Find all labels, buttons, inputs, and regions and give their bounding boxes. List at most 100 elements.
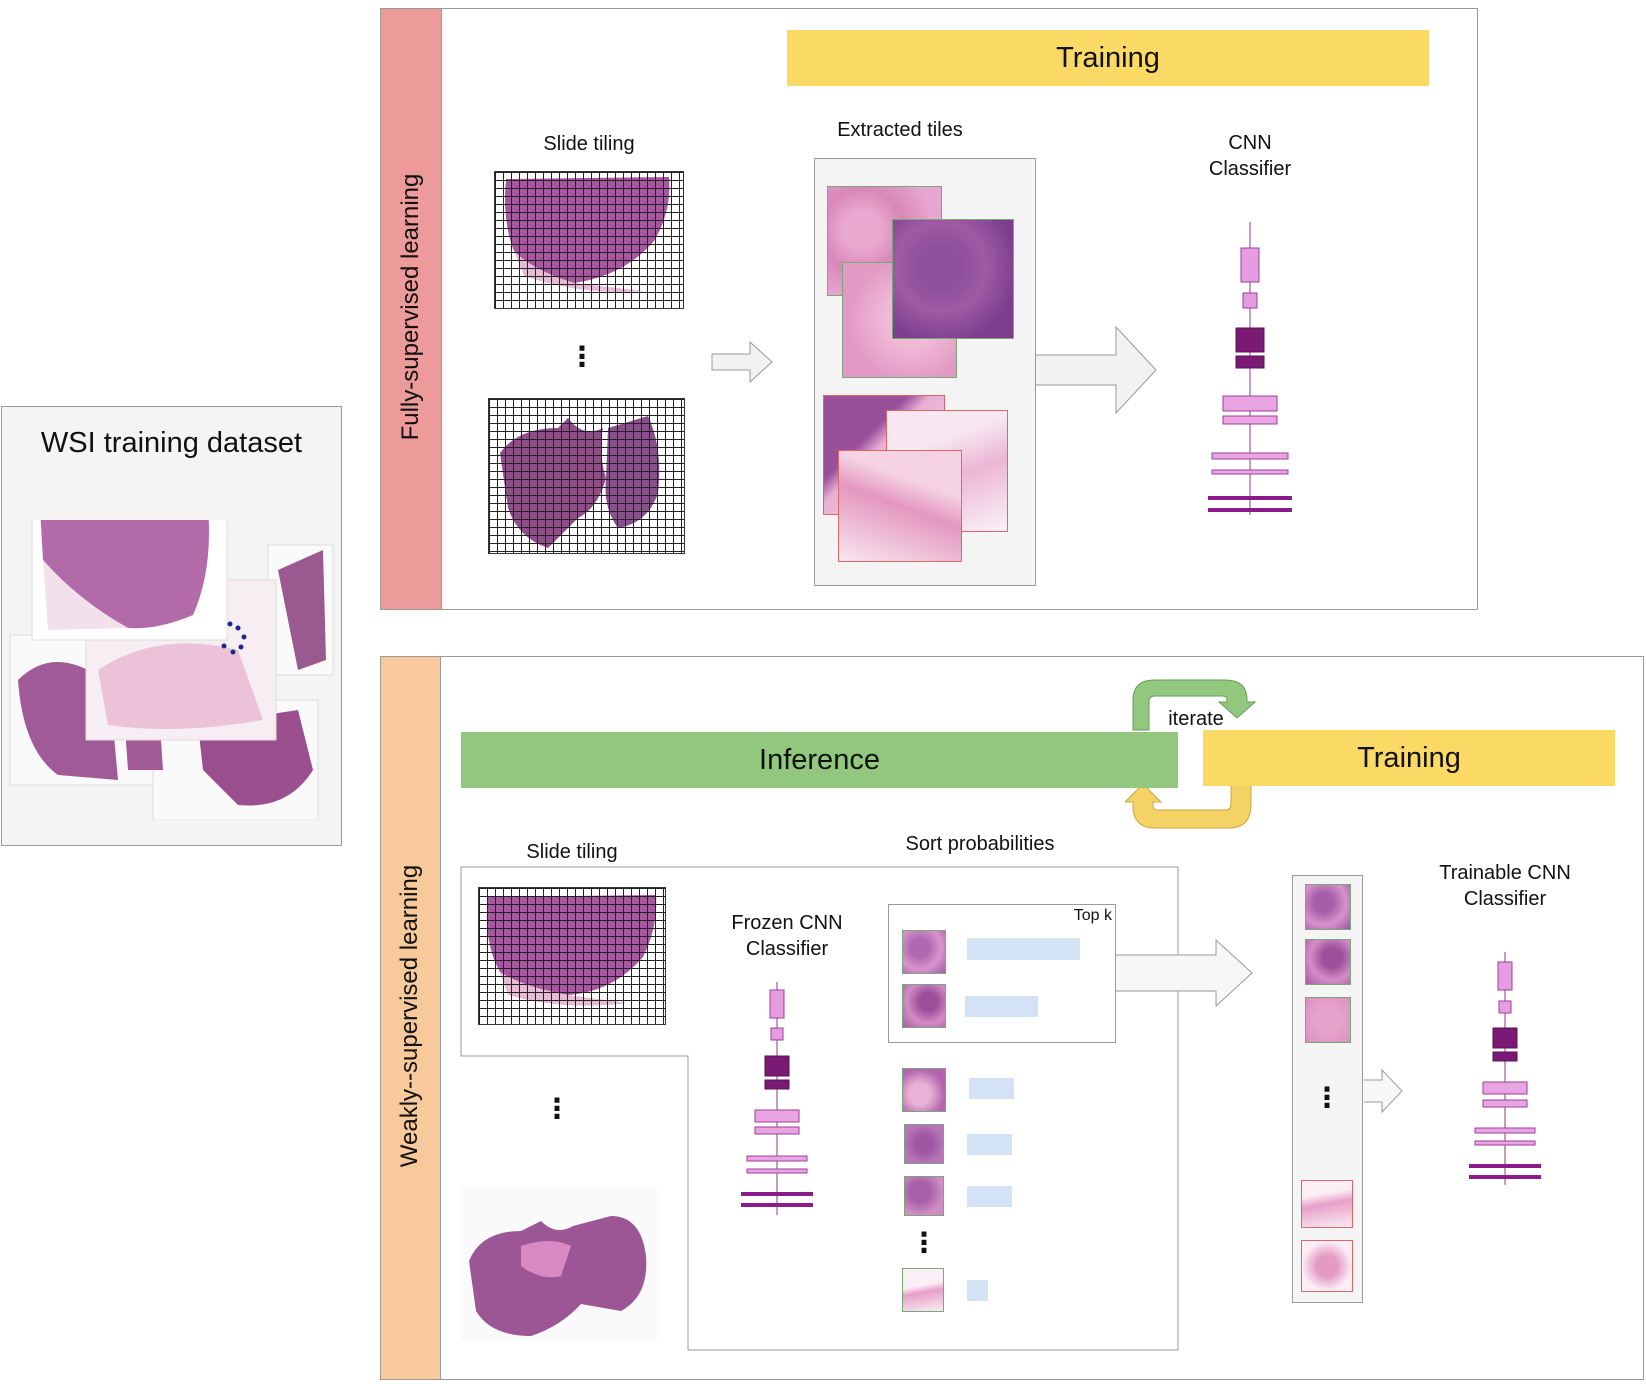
trainable-cnn-label-line1: Trainable CNN — [1439, 862, 1571, 884]
fully-supervised-side-label: Fully-supervised learning — [397, 173, 424, 441]
iterate-label: iterate — [1168, 708, 1224, 730]
tile-image — [838, 450, 962, 562]
probability-bar — [967, 1186, 1012, 1207]
cnn-layer — [754, 1109, 800, 1123]
cnn-layer — [769, 989, 785, 1019]
ranked-tile — [902, 984, 946, 1028]
cnn-layer — [764, 1079, 790, 1090]
tiling-grid — [488, 398, 685, 554]
cnn-layer — [1208, 508, 1292, 512]
ranked-tile — [902, 1268, 944, 1312]
weakly-untiled-slide — [461, 1186, 657, 1340]
weakly-slide-tiling-label: Slide tiling — [526, 841, 618, 863]
probability-bar — [967, 1134, 1012, 1155]
cnn-layer — [1235, 327, 1265, 353]
probability-bar — [967, 1280, 988, 1301]
probability-bar — [967, 938, 1080, 960]
tiling-grid — [494, 171, 684, 309]
arrow-to-cnn — [1036, 325, 1157, 415]
selected-tiles-ellipsis: ⋮ — [1313, 1082, 1341, 1113]
fully-supervised-side-bar — [380, 8, 442, 610]
selected-tile — [1301, 1180, 1353, 1228]
top-k-label: Top k — [1073, 907, 1112, 924]
ranked-tile — [904, 1124, 944, 1164]
cnn-layer — [1492, 1051, 1518, 1062]
cnn-layer — [1492, 1027, 1518, 1049]
cnn-layer — [1482, 1099, 1528, 1108]
wsi-dataset-title: WSI training dataset — [40, 427, 303, 459]
weakly-slide-ellipsis: ⋮ — [543, 1093, 571, 1124]
annotation-dot — [238, 644, 244, 650]
cnn-layer — [1498, 1000, 1512, 1014]
selected-tile — [1301, 1240, 1353, 1292]
slide-tissue-front-pale — [43, 560, 128, 630]
cnn-classifier-label-line1: CNN — [1228, 132, 1272, 154]
slide-tissue-front — [40, 520, 209, 629]
annotation-dot — [221, 643, 227, 649]
cnn-layer — [1474, 1140, 1536, 1146]
fully-training-banner: Training — [787, 30, 1429, 86]
cnn-layer — [746, 1155, 808, 1162]
frozen-cnn-diagram — [741, 982, 813, 1215]
cnn-layer — [746, 1168, 808, 1174]
cnn-layer — [741, 1203, 813, 1207]
ranked-tile — [902, 1068, 946, 1112]
tissue-shape-pale — [521, 1241, 571, 1278]
fully-slide-ellipsis: ⋮ — [568, 341, 596, 372]
ranked-tile — [902, 930, 946, 974]
cnn-layer — [770, 1027, 784, 1041]
cnn-layer — [1474, 1127, 1536, 1134]
cnn-layer — [1211, 469, 1289, 475]
selected-tile — [1305, 884, 1351, 930]
fully-slide-tiling-label: Slide tiling — [543, 133, 635, 155]
tile-image — [892, 219, 1014, 339]
cnn-layer — [1469, 1164, 1541, 1168]
trainable-cnn-diagram — [1469, 952, 1541, 1185]
weakly-tiled-slide — [478, 887, 666, 1025]
cnn-layer — [1222, 395, 1278, 412]
arrow-to-trainable-cnn — [1364, 1068, 1403, 1114]
ranked-tiles-ellipsis: ⋮ — [910, 1227, 938, 1258]
weakly-supervised-side-bar — [380, 656, 441, 1380]
tiling-grid — [478, 887, 666, 1025]
arrow-to-training-tiles — [1116, 938, 1253, 1008]
frozen-cnn-label-line2: Classifier — [745, 938, 829, 960]
slide-tissue-right-strip — [278, 550, 326, 670]
cnn-layer — [1235, 355, 1265, 369]
cnn-layer — [741, 1192, 813, 1196]
cnn-layer — [1497, 961, 1513, 991]
cnn-layer — [764, 1055, 790, 1077]
trainable-cnn-label-line2: Classifier — [1463, 888, 1547, 910]
weakly-training-banner: Training — [1203, 730, 1615, 786]
cnn-layer — [1469, 1175, 1541, 1179]
iterate-arrow-green — [1132, 679, 1257, 731]
frozen-cnn-label-line1: Frozen CNN — [731, 912, 843, 934]
iterate-loop-arrows — [1125, 679, 1257, 829]
cnn-layer — [1211, 452, 1289, 460]
cnn-classifier-label-line2: Classifier — [1208, 158, 1292, 180]
inference-banner: Inference — [461, 732, 1178, 788]
slide-tissue-middle — [98, 643, 263, 729]
iterate-arrow-yellow — [1125, 783, 1252, 829]
annotation-dot — [227, 621, 233, 627]
cnn-classifier-diagram — [1208, 222, 1292, 515]
cnn-layer — [754, 1126, 800, 1135]
fully-tiled-slide-2 — [488, 398, 685, 554]
selected-tile — [1305, 997, 1351, 1043]
probability-bar — [965, 996, 1038, 1017]
arrow-to-tiles — [711, 340, 773, 384]
cnn-layer — [1240, 247, 1260, 283]
cnn-layer — [1482, 1081, 1528, 1095]
sort-probabilities-label: Sort probabilities — [905, 833, 1055, 855]
annotation-dot — [235, 625, 241, 631]
cnn-layer — [1208, 496, 1292, 500]
cnn-layer — [1222, 415, 1278, 425]
annotation-dot — [241, 634, 247, 640]
extracted-tiles-label: Extracted tiles — [837, 119, 963, 141]
selected-tile — [1305, 939, 1351, 985]
probability-bar — [969, 1078, 1014, 1099]
fully-tiled-slide-1 — [494, 171, 684, 309]
wsi-slide-stack — [9, 520, 334, 820]
weakly-supervised-side-label: Weakly--supervised learning — [396, 864, 423, 1168]
annotation-dot — [230, 649, 236, 655]
